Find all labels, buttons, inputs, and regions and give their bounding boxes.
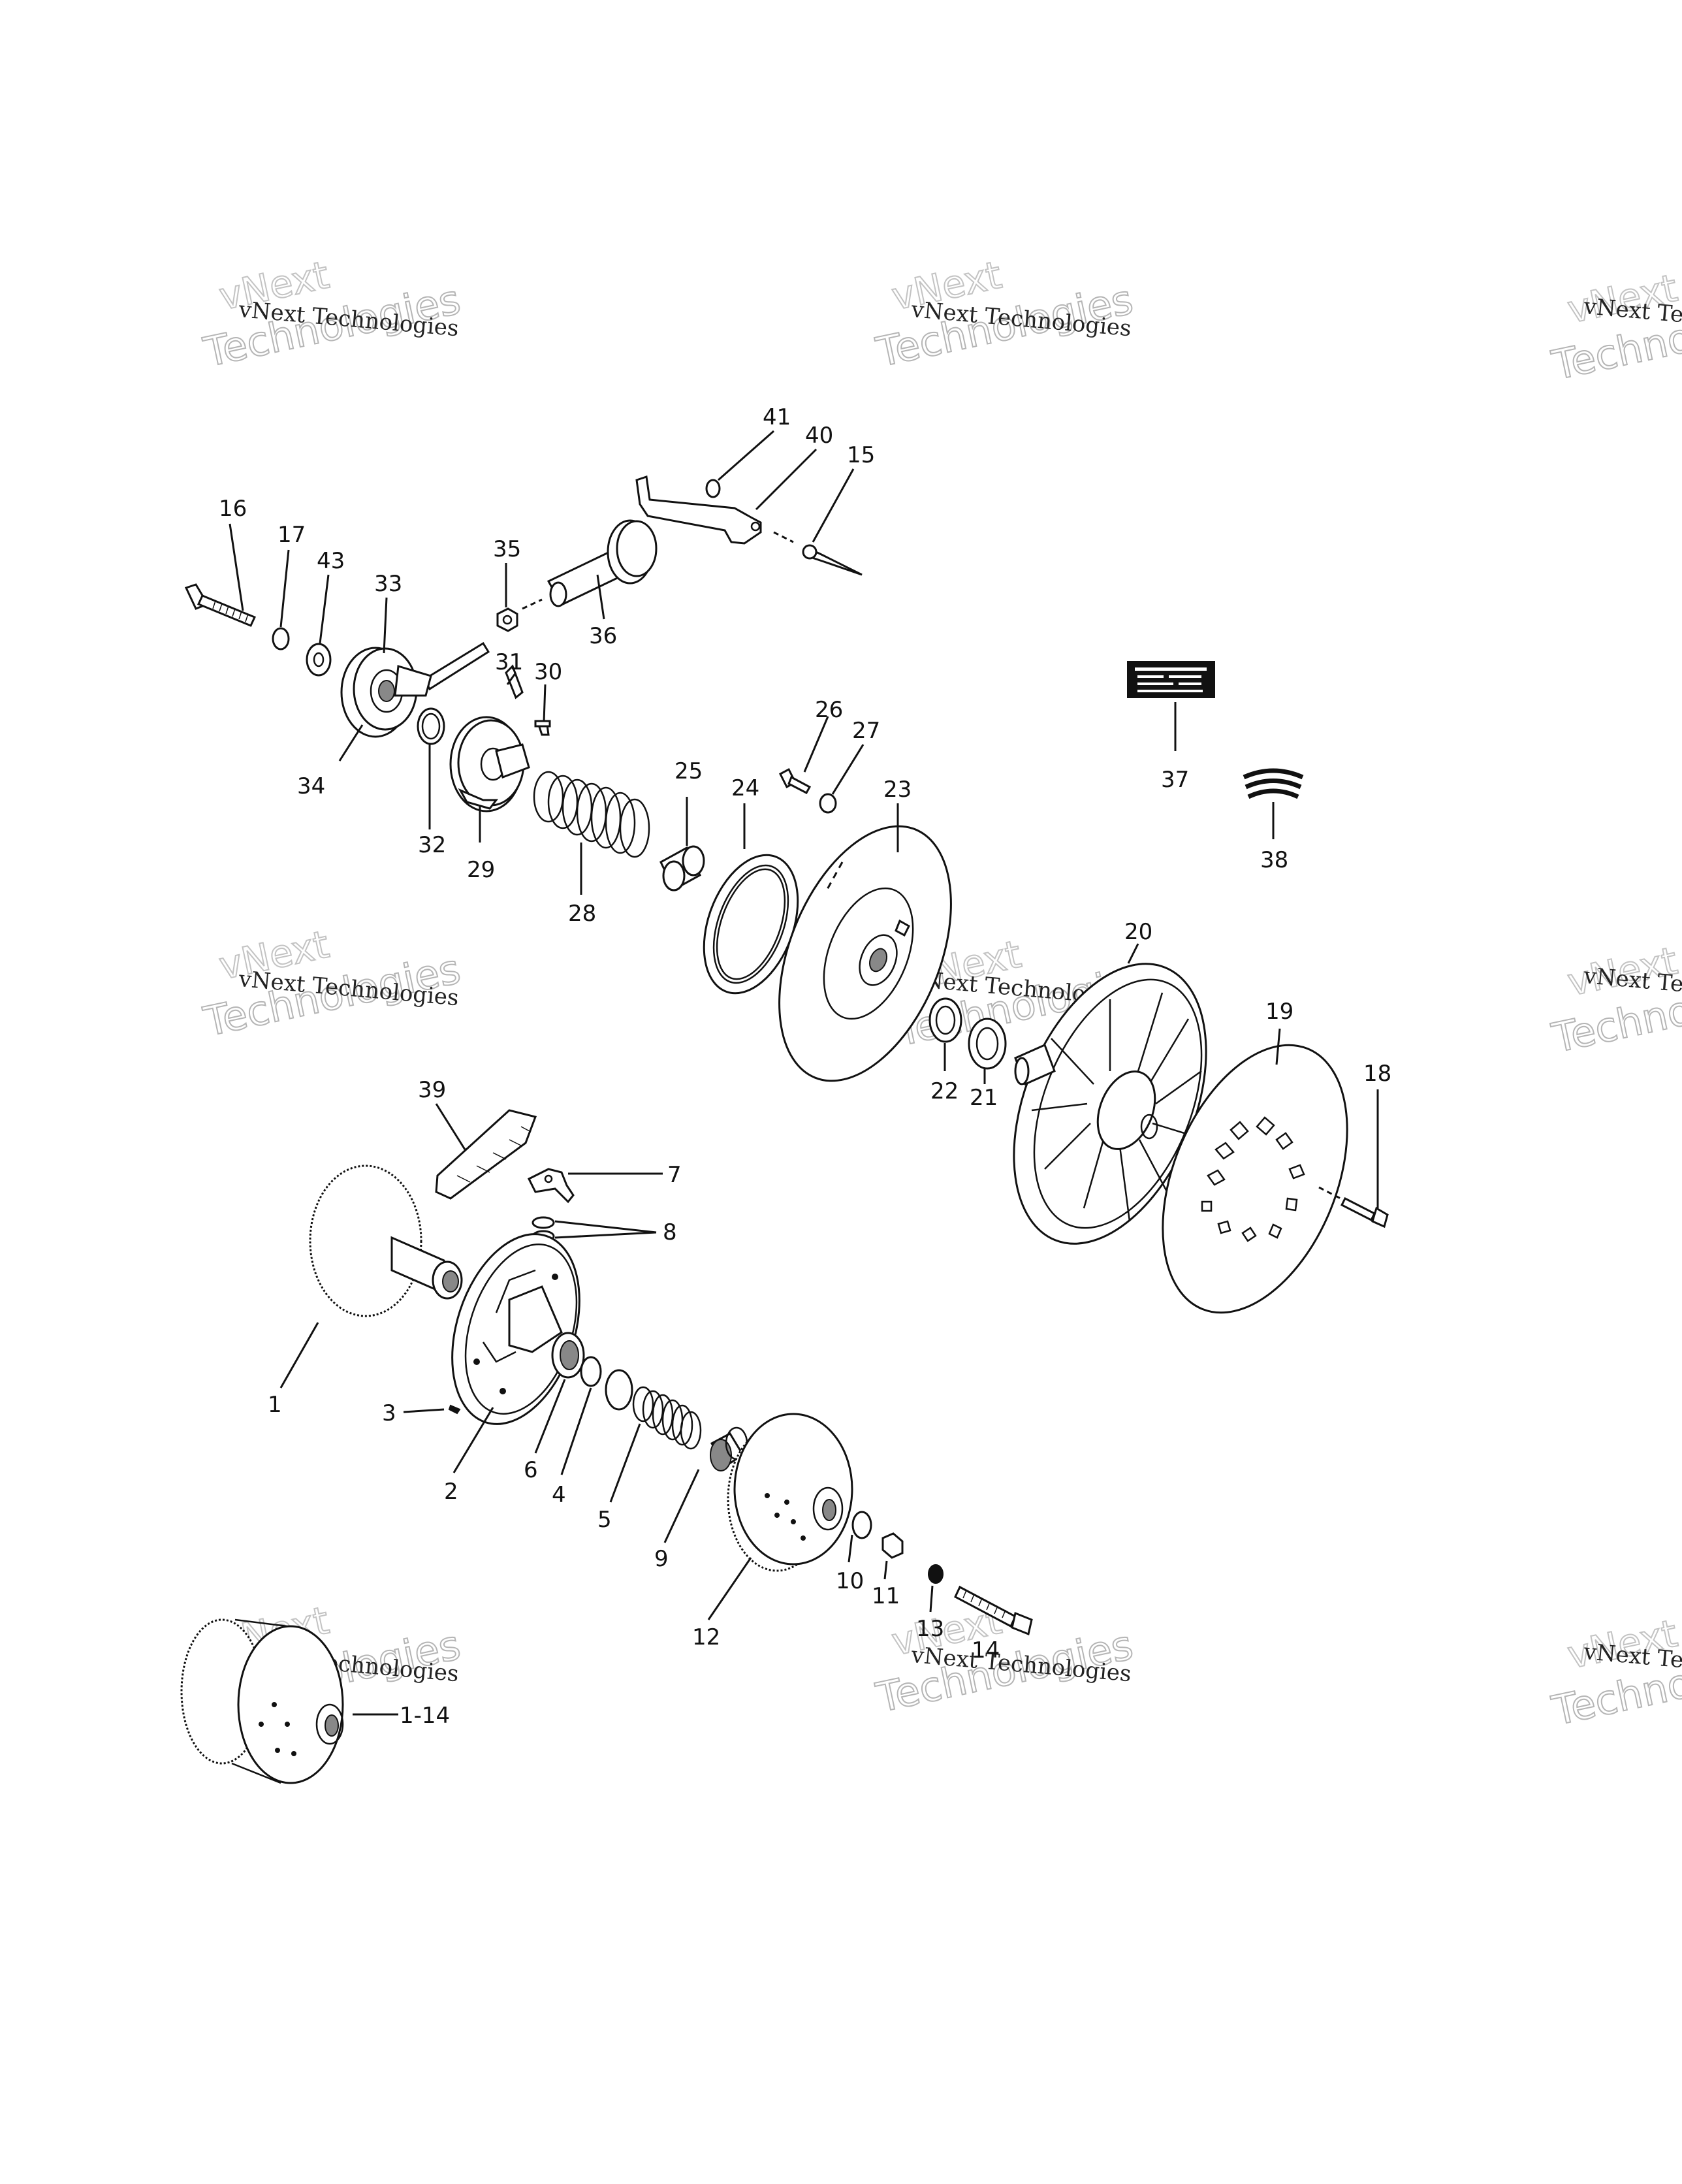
part-23-sheave [778,825,952,1082]
callout-19: 19 [1265,999,1293,1025]
part-33-cam [340,641,490,738]
part-38-arc-decal [1243,768,1304,799]
part-40-bracket [635,475,762,545]
part-15-pin [773,531,863,576]
part-36-shaft [547,519,658,607]
part-14-bolt [954,1585,1033,1636]
callout-29: 29 [467,857,495,883]
callout-35: 35 [493,536,521,562]
callout-18: 18 [1363,1061,1391,1087]
part-35-nut [496,607,518,632]
callout-31: 31 [495,649,523,675]
part-21-washer [968,1018,1007,1070]
part-20-fixed-sheave [1013,963,1207,1245]
callout-41: 41 [763,404,791,430]
part-41-washer [705,479,721,498]
callout-3: 3 [382,1400,396,1426]
callout-40: 40 [805,423,833,449]
part-39-ramp [435,1109,537,1200]
callout-10: 10 [836,1568,864,1594]
part-4-washer [605,1369,633,1411]
watermark-top-left: vNext Technologies [198,252,465,377]
callout-21: 21 [970,1085,998,1111]
callout-39: 39 [418,1077,446,1103]
callout-1-14: 1-14 [400,1703,450,1729]
callout-8: 8 [663,1219,677,1245]
part-13-washer [928,1564,944,1584]
callout-26: 26 [815,697,843,723]
part-11-nut [881,1532,904,1559]
callout-36: 36 [589,623,617,649]
part-4-snap-ring [580,1356,602,1387]
part-1-fixed-half [309,1164,463,1317]
part-1-14-assembly [180,1618,344,1784]
callout-4: 4 [552,1482,566,1508]
part-17-lockwasher [272,627,290,650]
part-37-decal [1127,661,1215,698]
callout-32: 32 [418,832,446,858]
callout-34: 34 [297,773,325,799]
callout-6: 6 [524,1457,538,1483]
callout-11: 11 [872,1583,900,1609]
callout-24: 24 [731,775,759,801]
callout-14: 14 [972,1637,1000,1663]
callout-37: 37 [1161,767,1189,793]
part-16-bolt [184,583,257,627]
part-32-ring [417,707,445,745]
callout-9: 9 [654,1546,669,1572]
part-3-pin [448,1404,461,1415]
callout-labels: 16 17 43 33 35 36 41 40 15 31 30 34 32 2… [219,404,1391,1729]
part-19-slotted-disc [1162,1044,1348,1314]
watermark-mid-left: vNext Technologies [198,922,465,1046]
part-27-washer [819,793,837,814]
part-43-washer [306,643,332,677]
part-2-spider [451,1233,580,1425]
callout-33: 33 [374,571,402,597]
part-22-washer [928,997,962,1043]
leader-dash [522,598,543,610]
part-12-movable-half [727,1413,853,1572]
callout-2: 2 [444,1479,458,1505]
part-6-bearing [551,1332,585,1379]
callout-38: 38 [1260,847,1288,873]
callout-27: 27 [852,718,880,744]
callout-20: 20 [1124,919,1152,945]
callout-23: 23 [883,777,912,803]
leader-lines [229,430,1379,1716]
callout-5: 5 [597,1507,612,1533]
part-30-screw [534,720,551,736]
part-28-spring [533,771,650,858]
callout-25: 25 [674,758,703,784]
part-9-bushing [710,1426,748,1471]
callout-7: 7 [667,1162,682,1188]
callout-12: 12 [692,1624,720,1650]
part-18-bolt [1318,1186,1389,1228]
part-25-bushing [659,845,705,891]
callout-28: 28 [568,901,596,927]
callout-17: 17 [278,522,306,548]
callout-15: 15 [847,442,875,468]
callout-16: 16 [219,496,247,522]
part-26-screw [779,767,812,795]
callout-1: 1 [268,1392,282,1418]
callout-30: 30 [534,659,562,685]
part-10-washer [851,1511,872,1539]
part-29-cam-plate [449,716,530,812]
callout-13: 13 [916,1616,944,1642]
part-5-spring [632,1386,702,1450]
callout-43: 43 [317,548,345,574]
watermark-top-center: vNext Technologies [871,252,1137,377]
part-7-lever [527,1168,575,1204]
part-24-ring [703,854,799,995]
callout-22: 22 [930,1078,959,1104]
part-31-pin [505,664,524,699]
